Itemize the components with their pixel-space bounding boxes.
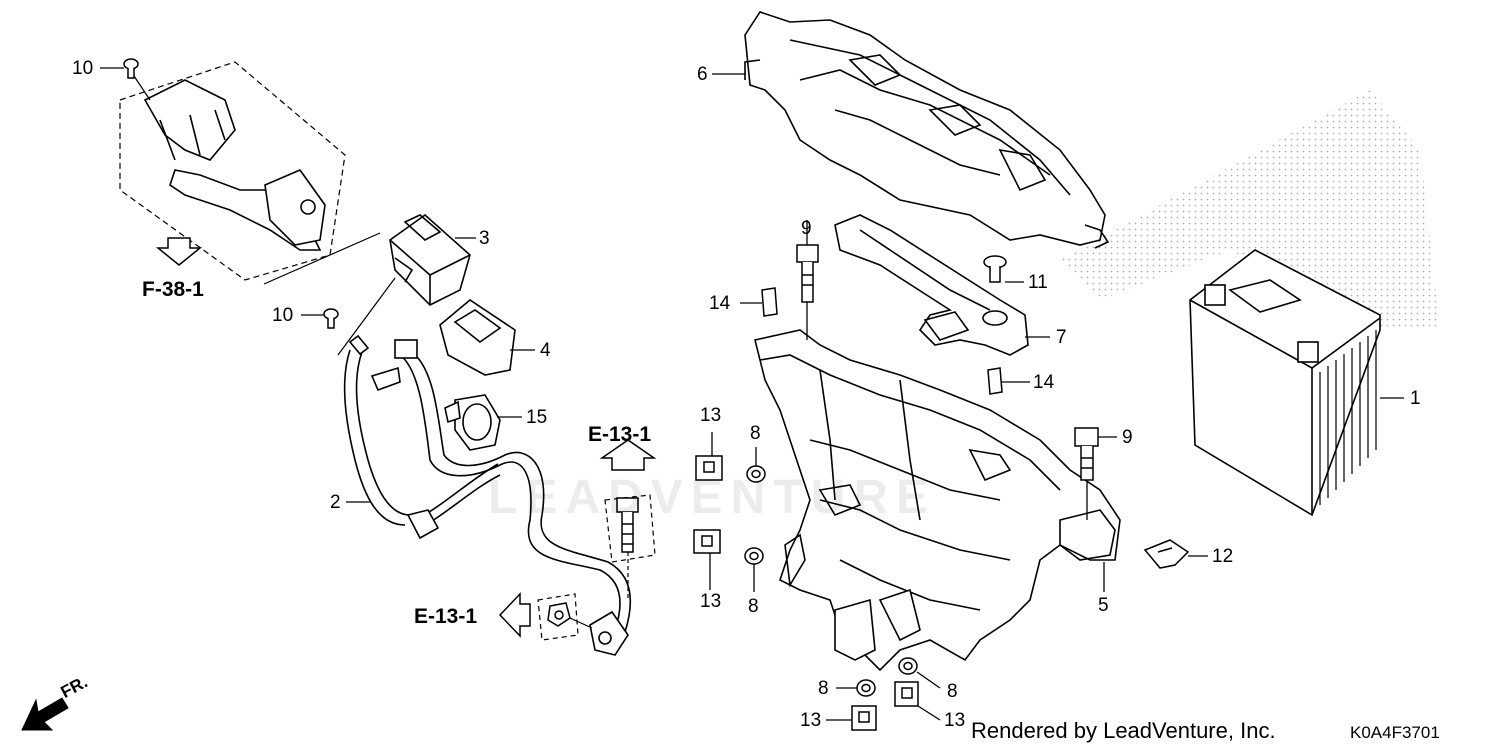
callout-2: 2 [330,492,341,513]
hex-nut [547,602,571,627]
part-5-battery-tray [754,329,1121,672]
part-14-clip-right [987,367,1003,395]
stipple-shading [1060,90,1440,330]
callout-5: 5 [1098,595,1109,616]
callout-7: 7 [1056,327,1067,348]
rendered-by-credit: Rendered by LeadVenture, Inc. [971,718,1276,743]
part-8-washer-lower [744,547,764,565]
part-10-screw-lower [323,308,339,329]
callout-8-upper: 8 [750,423,761,444]
callout-14-left: 14 [709,293,731,314]
ref-e13-left[interactable]: E-13-1 [414,605,478,628]
part-14-clip-left [761,287,778,317]
part-1-battery [1189,249,1381,517]
part-2-starter-cable [343,334,632,656]
callout-12: 12 [1212,546,1234,567]
flange-bolt [616,497,639,553]
callout-6: 6 [697,64,708,85]
e13-dashed-group-bolt [604,494,656,563]
ref-e13-top[interactable]: E-13-1 [588,423,652,446]
callout-1: 1 [1410,388,1421,409]
callout-11: 11 [1028,272,1048,293]
part-13-nut-bottom-right [894,681,919,707]
e13-ref-arrow-up [599,439,657,471]
part-15-band-clamp [444,394,501,451]
part-4-relay-cover [439,299,516,376]
callout-3: 3 [479,228,490,249]
harness-subassembly [143,79,326,251]
e13-ref-arrow-left [498,592,531,638]
part-7-bracket [834,214,1029,356]
callout-10-upper: 10 [72,58,94,79]
part-3-starter-relay [389,213,471,306]
part-12-clip [1143,539,1190,569]
callout-15: 15 [526,407,548,428]
callout-10-lower: 10 [272,305,294,326]
part-8-washer-bottom-left [856,679,876,697]
part-11-bolt [983,255,1007,283]
callout-8-bottom-left: 8 [818,678,829,699]
callout-9-upper: 9 [801,218,812,239]
part-13-nut-upper [695,455,723,481]
callout-13-bottom-right: 13 [944,710,966,731]
f38-ref-arrow [155,237,203,266]
part-10-screw-upper [123,58,139,79]
part-9-bolt-upper [796,244,819,303]
part-6-battery-cover [744,11,1110,249]
front-direction-arrow [21,697,69,731]
part-13-nut-bottom-left [851,705,877,731]
harness-dashed-group [119,61,346,281]
watermark: LEADVENTURE [488,471,937,524]
callout-14-right: 14 [1033,372,1055,393]
callout-9-right: 9 [1122,427,1133,448]
part-9-bolt-right [1074,427,1099,481]
ref-f38[interactable]: F-38-1 [142,278,204,301]
callout-13-bottom-left: 13 [800,710,822,731]
part-8-washer-bottom-right [898,657,918,675]
callout-13-lower: 13 [700,591,722,612]
diagram-code: K0A4F3701 [1350,723,1440,742]
callout-4: 4 [540,340,551,361]
e13-dashed-group-nut [537,593,579,641]
callout-8-lower: 8 [748,596,759,617]
callout-8-bottom-right: 8 [947,681,958,702]
part-13-nut-lower [693,529,721,554]
callout-13-upper: 13 [700,405,722,426]
